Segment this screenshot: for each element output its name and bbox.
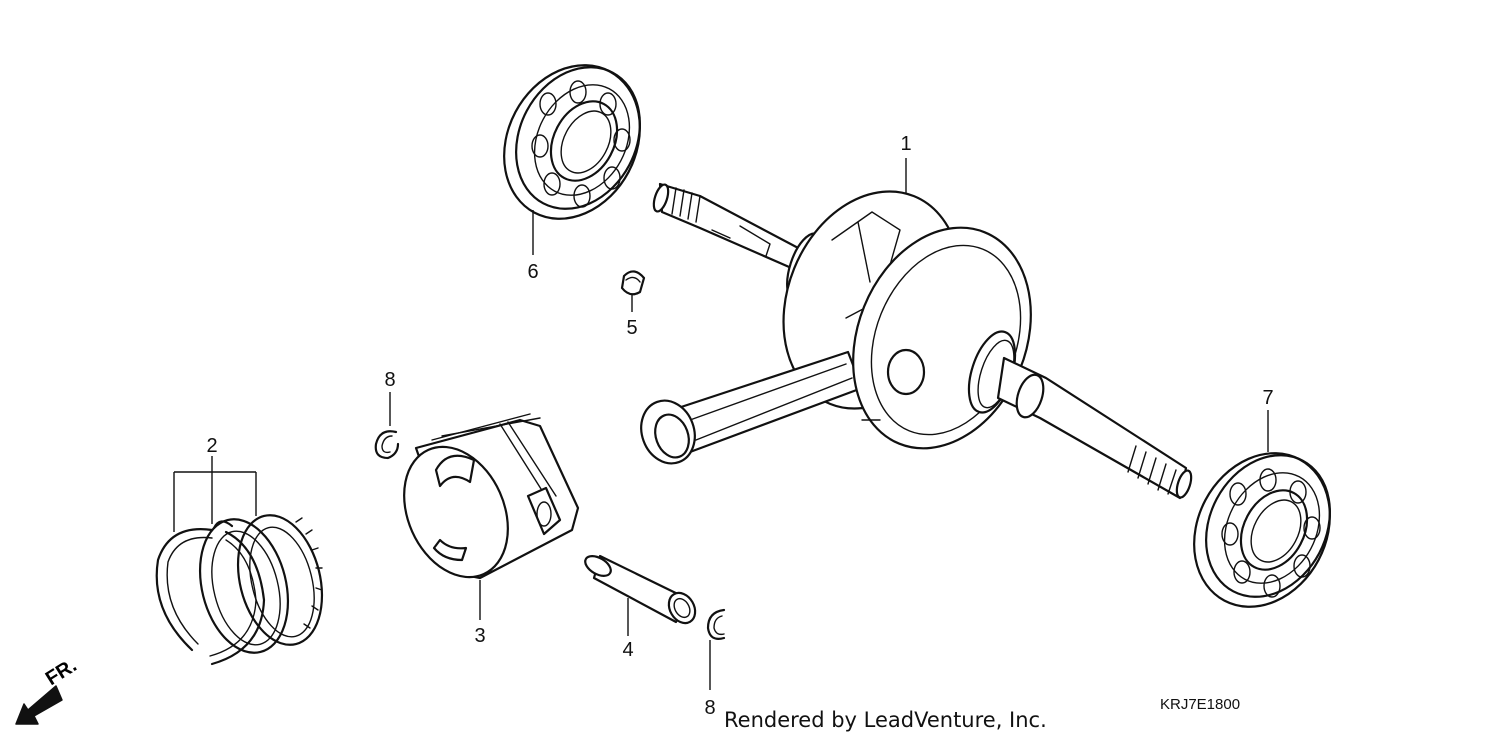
callout-7[interactable]: 7	[1262, 387, 1273, 409]
piston[interactable]	[384, 413, 580, 594]
callout-3[interactable]: 3	[474, 625, 485, 647]
callout-8-upper[interactable]: 8	[384, 369, 395, 391]
diagram-code: KRJ7E1800	[1160, 696, 1241, 713]
circlip-upper[interactable]	[374, 430, 400, 460]
bearing-upper[interactable]	[478, 41, 666, 242]
callout-1[interactable]: 1	[900, 133, 911, 155]
crankshaft[interactable]	[633, 165, 1194, 500]
circlip-lower[interactable]	[706, 608, 726, 640]
callout-2[interactable]: 2	[206, 435, 217, 457]
render-credit: Rendered by LeadVenture, Inc.	[724, 708, 1047, 732]
callout-5[interactable]: 5	[626, 317, 637, 339]
callout-6[interactable]: 6	[527, 261, 538, 283]
bearing-lower[interactable]	[1168, 429, 1356, 630]
callout-8-lower[interactable]: 8	[704, 697, 715, 719]
leader-2	[173, 456, 257, 532]
piston-pin[interactable]	[582, 552, 701, 628]
callout-4[interactable]: 4	[622, 639, 633, 661]
woodruff-key[interactable]	[620, 270, 646, 296]
arrow-down-left-icon	[15, 685, 63, 725]
piston-ring-set[interactable]	[155, 506, 335, 666]
